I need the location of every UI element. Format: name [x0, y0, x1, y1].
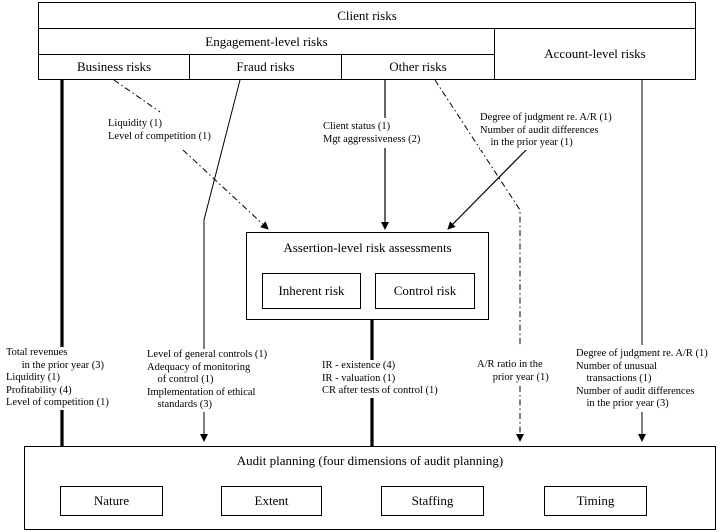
business-to-assertion-line: [113, 79, 161, 113]
extent-box: Extent: [221, 486, 322, 516]
timing-box: Timing: [544, 486, 647, 516]
control-risk-box: Control risk: [375, 273, 475, 309]
account-to-planning-label: Degree of judgment re. A/R (1) Number of…: [576, 348, 708, 411]
nature-box: Nature: [60, 486, 163, 516]
fraud-risks-box: Fraud risks: [189, 54, 342, 80]
account-to-assertion-line: [447, 144, 532, 230]
business-risks-box: Business risks: [38, 54, 190, 80]
audit-planning-title: Audit planning (four dimensions of audit…: [236, 453, 504, 468]
fraud-to-planning-label: Level of general controls (1) Adequacy o…: [147, 349, 268, 412]
inherent-risk-box: Inherent risk: [262, 273, 361, 309]
business-to-assertion-label: Liquidity (1) Level of competition (1): [108, 118, 211, 143]
fraud-to-planning-line: [203, 79, 241, 350]
client-risks-box: Client risks: [38, 2, 696, 29]
assertion-to-planning-label: IR - existence (4) IR - valuation (1) CR…: [322, 360, 438, 398]
business-to-assertion-line-2: [182, 149, 269, 230]
other-to-planning-line: [434, 79, 521, 345]
other-to-planning-label: A/R ratio in the prior year (1): [477, 359, 549, 384]
assertion-title: Assertion-level risk assessments: [283, 240, 452, 255]
account-level-risks-box: Account-level risks: [494, 28, 696, 80]
other-risks-box: Other risks: [341, 54, 495, 80]
business-to-planning-label: Total revenues in the prior year (3) Liq…: [6, 347, 109, 410]
account-to-assertion-label: Degree of judgment re. A/R (1) Number of…: [480, 112, 612, 150]
other-to-assertion-label: Client status (1) Mgt aggressiveness (2): [323, 121, 421, 146]
staffing-box: Staffing: [381, 486, 484, 516]
